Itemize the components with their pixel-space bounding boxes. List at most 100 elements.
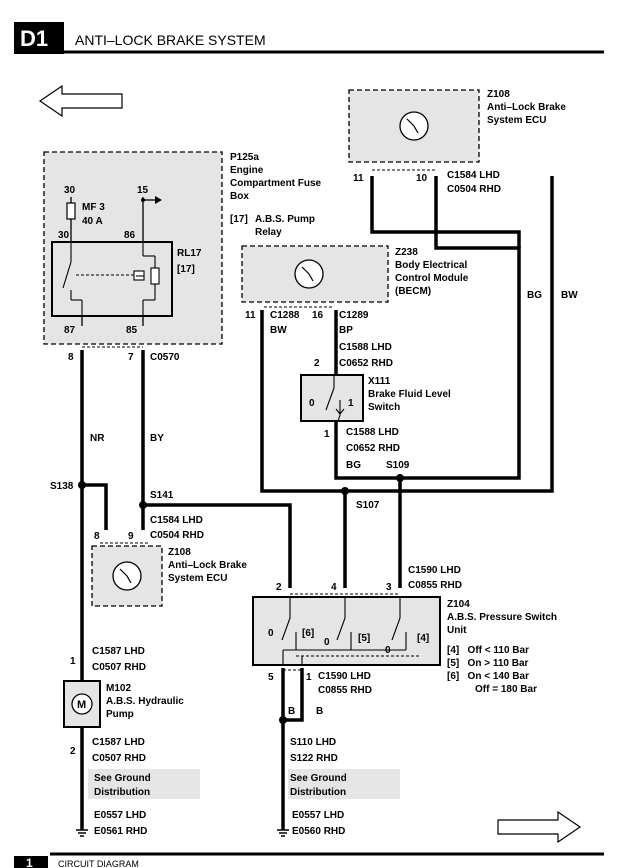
ground-note-left-1: See Ground (94, 773, 151, 784)
relay-coil-icon (133, 242, 160, 316)
splice-s122: S122 RHD (290, 753, 338, 764)
fluid-switch-icon (325, 375, 345, 422)
fluid-switch-box (300, 374, 364, 422)
page-badge (14, 22, 64, 54)
pressure-switch-box (252, 596, 441, 666)
becm-controller-icon (294, 259, 324, 289)
psu-switch-6-pos-0: 0 (268, 628, 274, 639)
ecu-bottom-id: Z108 (168, 547, 191, 558)
wire-b-right (283, 668, 304, 722)
ecu-bottom-controller-icon (112, 561, 142, 591)
pump-name-1: A.B.S. Hydraulic (106, 696, 184, 707)
fuse-mf3 (66, 202, 76, 220)
psu-state-4: [4] Off < 110 Bar (447, 645, 529, 656)
fuse-pin-30-bottom: 30 (58, 230, 70, 241)
fuse-box-name-2: Compartment Fuse (230, 178, 322, 189)
splice-dots (78, 474, 404, 724)
wire-label-by: BY (150, 433, 164, 444)
psu-switch-6-label: [6] (302, 628, 314, 639)
wire-bg-x111 (334, 176, 521, 480)
ground-left-lhd: E0557 LHD (94, 810, 146, 821)
ecu-bottom-pin-9: 9 (128, 531, 134, 542)
footer-badge (14, 856, 48, 868)
wire-bw-becm (260, 176, 554, 493)
psu-switch-4-pos-0: 0 (385, 645, 391, 656)
psu-id: Z104 (447, 599, 470, 610)
psu-switch-4-label: [4] (417, 633, 429, 644)
wire-label-nr: NR (90, 433, 105, 444)
psu-name-1: A.B.S. Pressure Switch (447, 612, 557, 623)
becm-name-3: (BECM) (395, 286, 431, 297)
becm-name-2: Control Module (395, 273, 469, 284)
svg-text:M: M (77, 699, 86, 711)
psu-pin-4: 4 (331, 582, 337, 593)
fuse-box-pin-7: 7 (128, 352, 134, 363)
ecu-top-pin-11: 11 (353, 173, 364, 184)
ground-left-rhd: E0561 RHD (94, 826, 147, 837)
wire-label-b-left: B (288, 706, 295, 717)
fluid-switch-pos-0: 0 (309, 398, 315, 409)
fuse-pin-30-top: 30 (64, 185, 76, 196)
previous-page-arrow-icon[interactable] (38, 84, 123, 118)
ground-note-right-1: See Ground (290, 773, 347, 784)
psu-connector-bottom-lhd: C1590 LHD (318, 671, 371, 682)
ecu-bottom-connector-rhd: C0504 RHD (150, 530, 204, 541)
ecu-top-connector-rhd: C0504 RHD (447, 184, 501, 195)
ground-note-right-box (288, 769, 400, 799)
relay-note-name-1: A.B.S. Pump (255, 214, 315, 225)
splice-s107: S107 (356, 500, 380, 511)
page-badge-label: D1 (20, 26, 48, 51)
pump-pin-2: 2 (70, 746, 76, 757)
ground-note-left-box (88, 769, 200, 799)
psu-pin-3: 3 (386, 582, 392, 593)
psu-switch-5-label: [5] (358, 633, 370, 644)
pump-connector-top-lhd: C1587 LHD (92, 646, 145, 657)
ecu-bottom-connector-lhd: C1584 LHD (150, 515, 203, 526)
x111-connector-bottom-lhd: C1588 LHD (346, 427, 399, 438)
psu-pin-5: 5 (268, 672, 274, 683)
psu-connector-top-lhd: C1590 LHD (408, 565, 461, 576)
relay-switch-icon (62, 242, 135, 316)
wire-label-b-right: B (316, 706, 323, 717)
becm-pin-11: 11 (245, 310, 256, 321)
ecu-top-name-2: System ECU (487, 115, 546, 126)
ecu-top-id: Z108 (487, 89, 510, 100)
fluid-switch-id: X111 (368, 376, 391, 387)
pump-name-2: Pump (106, 709, 134, 720)
wire-s138-branch (82, 483, 108, 530)
ecu-bottom-name-1: Anti–Lock Brake (168, 560, 247, 571)
ecu-top-pin-10: 10 (416, 173, 428, 184)
relay-note-ref: [17] (230, 214, 248, 225)
splice-s110: S110 LHD (290, 737, 336, 748)
wire-label-bg-x111: BG (346, 460, 361, 471)
wire-ecu-top-11 (370, 176, 521, 248)
psu-state-6-off: Off = 180 Bar (475, 684, 537, 695)
ecu-bottom-pin-8: 8 (94, 531, 100, 542)
pump-connector-top-rhd: C0507 RHD (92, 662, 146, 673)
psu-name-2: Unit (447, 625, 467, 636)
ground-right-lhd: E0557 LHD (292, 810, 344, 821)
ground-left-icon (76, 829, 88, 837)
wire-label-bw-becm: BW (270, 325, 287, 336)
psu-switch-5-pos-0: 0 (324, 637, 330, 648)
relay-id: RL17 (177, 248, 202, 259)
relay-pin-87: 87 (64, 325, 76, 336)
next-page-arrow-icon[interactable] (497, 810, 582, 844)
relay-note-name-2: Relay (255, 227, 282, 238)
fuse-box-name-3: Box (230, 191, 249, 202)
fuse-pin-86: 86 (124, 230, 136, 241)
pump-motor-icon: M (71, 693, 93, 715)
x111-connector-top-rhd: C0652 RHD (339, 358, 393, 369)
ground-note-right-2: Distribution (290, 787, 346, 798)
ecu-top-name-1: Anti–Lock Brake (487, 102, 566, 113)
wire-label-bg-right: BG (527, 290, 542, 301)
x111-connector-bottom-rhd: C0652 RHD (346, 443, 400, 454)
becm-pin-16: 16 (312, 310, 324, 321)
psu-pin-1: 1 (306, 672, 312, 683)
psu-state-5: [5] On > 110 Bar (447, 658, 529, 669)
becm-connector-1289: C1289 (339, 310, 369, 321)
fuse-box-id: P125a (230, 152, 259, 163)
wire-label-bp: BP (339, 325, 353, 336)
wire-label-bw-right: BW (561, 290, 578, 301)
becm-connector-1288: C1288 (270, 310, 300, 321)
